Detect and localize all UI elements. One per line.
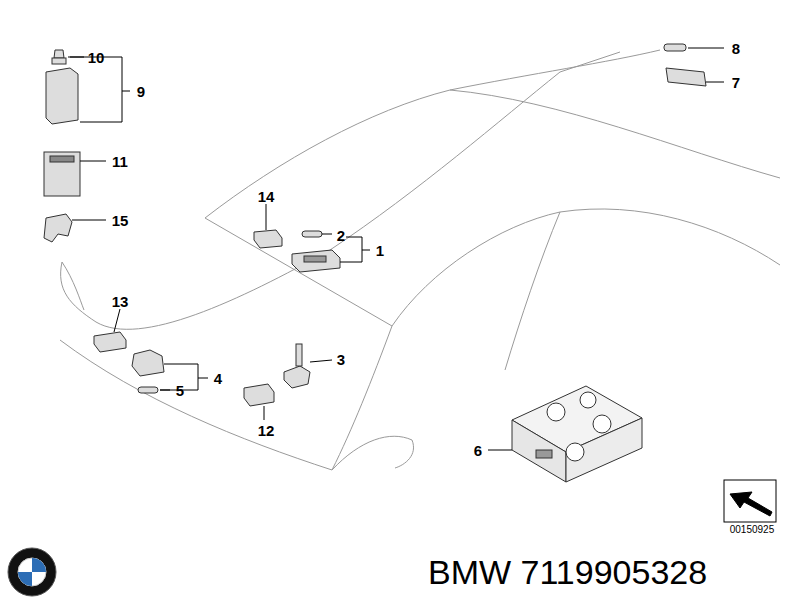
callout-number: 15 bbox=[112, 213, 129, 228]
brand-logo bbox=[8, 548, 56, 596]
callout-number: 6 bbox=[474, 443, 482, 458]
part-number-caption: BMW 7119905328 bbox=[428, 555, 707, 589]
callout-number: 11 bbox=[112, 154, 128, 169]
callout-number: 2 bbox=[337, 228, 345, 243]
callout-number: 10 bbox=[88, 50, 105, 65]
callout-number: 12 bbox=[258, 423, 275, 438]
callout-number: 9 bbox=[137, 84, 145, 99]
callout-number: 13 bbox=[112, 294, 129, 309]
callout-number: 4 bbox=[214, 371, 222, 386]
callout-number: 7 bbox=[732, 75, 740, 90]
callout-number: 3 bbox=[337, 352, 345, 367]
callout-number: 1 bbox=[376, 243, 384, 258]
callout-number: 8 bbox=[732, 41, 740, 56]
callout-number: 5 bbox=[176, 383, 184, 398]
callout-number: 14 bbox=[258, 189, 275, 204]
drawing-number: 00150925 bbox=[730, 525, 775, 535]
